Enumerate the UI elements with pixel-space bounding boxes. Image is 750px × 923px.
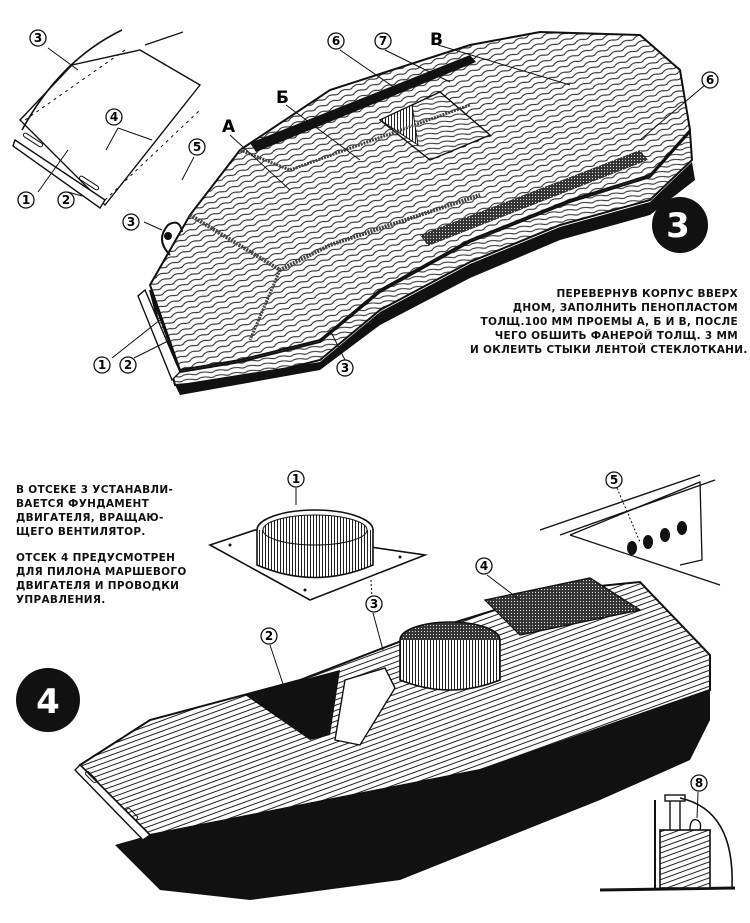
callout-1: 1	[17, 191, 35, 209]
callout-6: 6	[327, 32, 345, 50]
callout-2: 2	[260, 627, 278, 645]
bulkhead-detail	[539, 474, 721, 586]
callout-7: 7	[374, 32, 392, 50]
svg-text:6: 6	[332, 34, 340, 48]
figure-4-badge: 4	[16, 668, 80, 732]
caption-line: ДНОМ, ЗАПОЛНИТЬ ПЕНОПЛАСТОМ	[512, 302, 738, 314]
caption-line: ДВИГАТЕЛЯ И ПРОВОДКИ	[16, 580, 180, 592]
svg-text:4: 4	[110, 110, 118, 124]
hull-upright	[74, 577, 711, 900]
callout-3: 3	[29, 29, 47, 47]
svg-text:8: 8	[695, 776, 703, 790]
figure-4-drawing: 1 2 3 4 5 8 4	[16, 470, 736, 900]
svg-text:2: 2	[62, 193, 70, 207]
callout-8: 8	[690, 774, 708, 792]
callout-3: 3	[122, 213, 140, 231]
svg-text:6: 6	[706, 73, 714, 87]
caption-spacer	[16, 539, 226, 551]
fuel-tank-detail	[599, 794, 736, 892]
caption-line: ДЛЯ ПИЛОНА МАРШЕВОГО	[16, 566, 187, 578]
fan-duct-detail	[208, 509, 429, 601]
caption-line: ОТСЕК 4 ПРЕДУСМОТРЕН	[16, 552, 176, 564]
caption-line: В ОТСЕКЕ 3 УСТАНАВЛИ-	[16, 484, 174, 496]
svg-text:3: 3	[127, 215, 135, 229]
figure-3-drawing: 3 4 1 2 5 3 1 2 3 6 7 6 А Б В 3	[12, 29, 719, 395]
svg-text:5: 5	[610, 473, 618, 487]
caption-line: ВАЕТСЯ ФУНДАМЕНТ	[16, 498, 150, 510]
figure-4-callouts: 1 2 3 4 5 8	[260, 470, 708, 792]
svg-text:3: 3	[666, 206, 690, 246]
callout-5: 5	[605, 471, 623, 489]
svg-text:5: 5	[193, 140, 201, 154]
figure-4-caption: В ОТСЕКЕ 3 УСТАНАВЛИ- ВАЕТСЯ ФУНДАМЕНТ Д…	[16, 483, 226, 607]
figure-3-leaders	[37, 44, 706, 361]
caption-line: ТОЛЩ.100 мм ПРОЕМЫ А, Б и В, ПОСЛЕ	[480, 316, 738, 328]
caption-line: И ОКЛЕИТЬ СТЫКИ ЛЕНТОЙ СТЕКЛОТКАНИ.	[470, 344, 748, 356]
svg-text:2: 2	[124, 358, 132, 372]
svg-text:1: 1	[22, 193, 30, 207]
svg-text:1: 1	[98, 358, 106, 372]
bow-panel-detail	[12, 29, 202, 210]
callout-5: 5	[188, 138, 206, 156]
callout-3: 3	[365, 595, 383, 613]
callout-6: 6	[701, 71, 719, 89]
svg-text:2: 2	[265, 629, 273, 643]
callout-2: 2	[57, 191, 75, 209]
caption-line: ДВИГАТЕЛЯ, ВРАЩАЮ-	[16, 512, 164, 524]
svg-text:1: 1	[292, 472, 300, 486]
callout-3: 3	[336, 359, 354, 377]
svg-text:3: 3	[34, 31, 42, 45]
caption-line: ЧЕГО ОБШИТЬ ФАНЕРОЙ ТОЛЩ. 3 мм	[494, 330, 738, 342]
svg-text:4: 4	[36, 682, 60, 722]
callout-2: 2	[119, 356, 137, 374]
caption-line: УПРАВЛЕНИЯ.	[16, 594, 106, 606]
svg-text:3: 3	[341, 361, 349, 375]
caption-line: ПЕРЕВЕРНУВ КОРПУС ВВЕРХ	[556, 288, 738, 300]
callout-4: 4	[475, 557, 493, 575]
figure-3-callouts: 3 4 1 2 5 3 1 2 3 6 7 6 А Б В	[17, 29, 719, 377]
section-letter-v: В	[430, 30, 443, 50]
svg-text:7: 7	[379, 34, 387, 48]
figure-3-caption: ПЕРЕВЕРНУВ КОРПУС ВВЕРХ ДНОМ, ЗАПОЛНИТЬ …	[470, 287, 748, 357]
figure-3-badge: 3	[652, 197, 708, 253]
caption-line: ЩЕГО ВЕНТИЛЯТОР.	[16, 526, 146, 538]
hull-upside-down	[137, 30, 695, 395]
callout-1: 1	[287, 470, 305, 488]
svg-text:3: 3	[370, 597, 378, 611]
callout-1: 1	[93, 356, 111, 374]
svg-text:4: 4	[480, 559, 488, 573]
section-letter-a: А	[222, 117, 236, 137]
callout-4: 4	[105, 108, 123, 126]
section-letter-b: Б	[276, 88, 289, 108]
